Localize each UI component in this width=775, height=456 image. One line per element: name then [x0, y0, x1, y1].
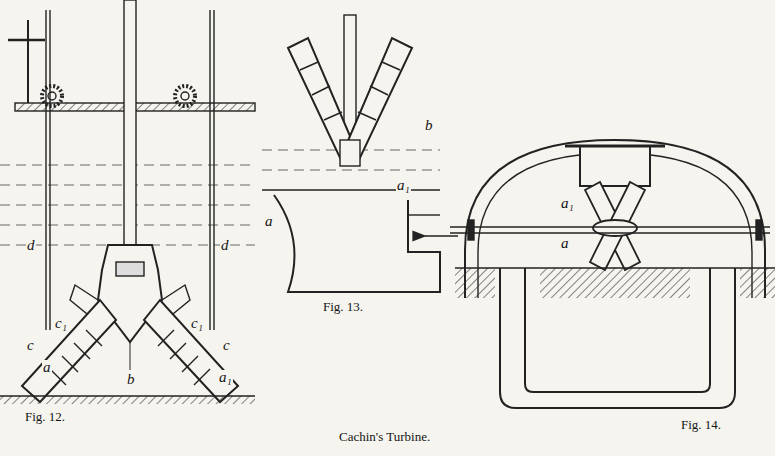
- part-letter: b: [424, 118, 434, 134]
- part-letter: a: [264, 214, 274, 230]
- figure-number: Fig. 14.: [680, 418, 722, 432]
- part-letter: a₁: [218, 370, 233, 386]
- figure-caption: Cachin's Turbine.: [338, 430, 431, 444]
- part-letter: a: [560, 236, 570, 252]
- part-letter: c: [222, 338, 231, 354]
- part-letter: c₁: [190, 316, 204, 332]
- part-letter: b: [126, 372, 136, 388]
- part-letter: d: [26, 238, 36, 254]
- part-letter: d: [220, 238, 230, 254]
- part-letter: a₁: [560, 196, 575, 212]
- figure-number: Fig. 13.: [322, 300, 364, 314]
- part-letter: a: [42, 360, 52, 376]
- figure-number: Fig. 12.: [24, 410, 66, 424]
- part-letter: a₁: [396, 178, 411, 194]
- part-letter: c₁: [54, 316, 68, 332]
- part-letter: c: [26, 338, 35, 354]
